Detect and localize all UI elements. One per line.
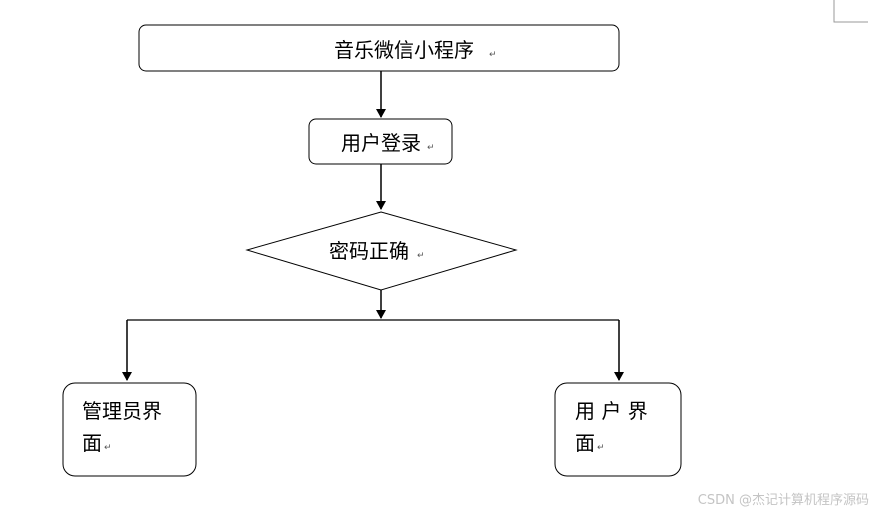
admin-node: 管理员界 面 ↵	[62, 382, 197, 477]
decision-node: 密码正确 ↵	[245, 211, 518, 291]
admin-node-label-line1: 管理员界	[82, 399, 162, 423]
top-node-label: 音乐微信小程序	[334, 38, 474, 62]
watermark: CSDN @杰记计算机程序源码	[697, 493, 869, 508]
admin-node-label-line2: 面	[82, 431, 102, 455]
login-node-label: 用户登录	[341, 131, 421, 155]
user-node-label-line1: 用 户 界	[575, 399, 648, 423]
paragraph-mark: ↵	[104, 443, 112, 453]
user-node: 用 户 界 面 ↵	[554, 382, 682, 477]
top-node: 音乐微信小程序 ↵	[138, 24, 620, 72]
decision-node-label: 密码正确	[329, 239, 409, 263]
login-node: 用户登录 ↵	[308, 118, 453, 165]
page-corner-mark	[833, 0, 868, 23]
paragraph-mark: ↵	[597, 443, 605, 453]
paragraph-mark: ↵	[417, 251, 425, 261]
paragraph-mark: ↵	[427, 143, 435, 153]
paragraph-mark: ↵	[489, 50, 497, 60]
user-node-label-line2: 面	[575, 431, 595, 455]
